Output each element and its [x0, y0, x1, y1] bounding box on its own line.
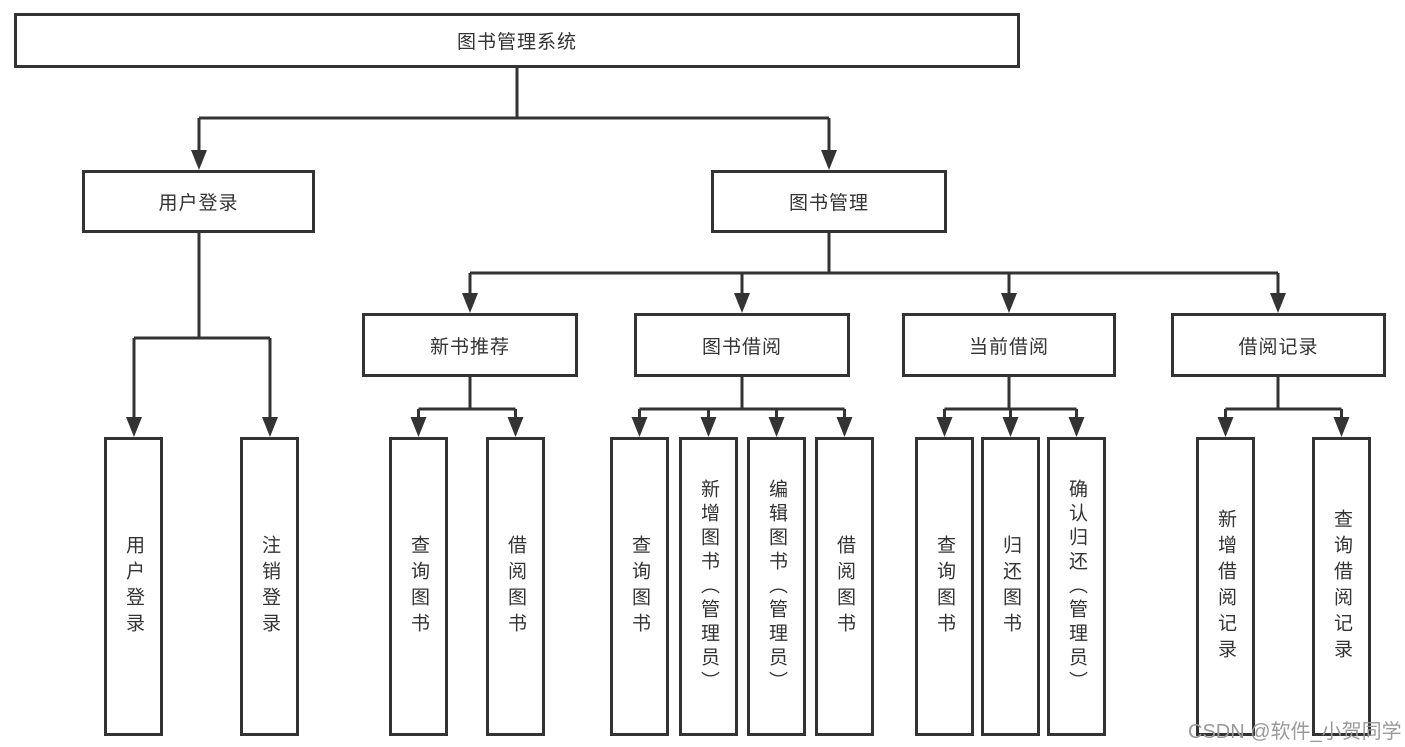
leaf-add-borrow-record-label: 新增借阅记录 — [1215, 508, 1236, 665]
leaf-add-borrow-record: 新增借阅记录 — [1196, 437, 1255, 736]
leaf-borrow-edit-admin-label: 编辑图书（管理员） — [766, 478, 787, 695]
leaf-current-query-label: 查询图书 — [934, 534, 955, 639]
node-user-login: 用户登录 — [82, 170, 315, 233]
node-current-borrow: 当前借阅 — [902, 313, 1116, 377]
leaf-current-query: 查询图书 — [915, 437, 974, 736]
leaf-borrow-book: 借阅图书 — [815, 437, 874, 736]
leaf-borrow-book-label: 借阅图书 — [834, 534, 855, 639]
csdn-watermark: CSDN @软件_小贺同学 — [1188, 721, 1402, 743]
node-root: 图书管理系统 — [14, 13, 1020, 68]
leaf-newbook-borrow: 借阅图书 — [486, 437, 545, 736]
leaf-borrow-add-admin: 新增图书（管理员） — [679, 437, 738, 736]
leaf-confirm-return-admin-label: 确认归还（管理员） — [1066, 478, 1087, 695]
node-borrow-records: 借阅记录 — [1171, 313, 1386, 377]
leaf-borrow-add-admin-label: 新增图书（管理员） — [698, 478, 719, 695]
leaf-borrow-query-label: 查询图书 — [629, 534, 650, 639]
leaf-logout: 注销登录 — [240, 437, 299, 736]
leaf-newbook-borrow-label: 借阅图书 — [505, 534, 526, 639]
leaf-borrow-query: 查询图书 — [610, 437, 669, 736]
leaf-return-book-label: 归还图书 — [1000, 534, 1021, 639]
node-new-book-recommend: 新书推荐 — [362, 313, 578, 377]
leaf-query-borrow-record: 查询借阅记录 — [1312, 437, 1371, 736]
leaf-newbook-query-label: 查询图书 — [408, 534, 429, 639]
leaf-return-book: 归还图书 — [981, 437, 1040, 736]
leaf-logout-label: 注销登录 — [259, 534, 280, 639]
leaf-query-borrow-record-label: 查询借阅记录 — [1331, 508, 1352, 665]
leaf-newbook-query: 查询图书 — [389, 437, 448, 736]
leaf-confirm-return-admin: 确认归还（管理员） — [1047, 437, 1106, 736]
leaf-borrow-edit-admin: 编辑图书（管理员） — [747, 437, 806, 736]
leaf-user-login-label: 用户登录 — [123, 534, 144, 639]
leaf-user-login: 用户登录 — [104, 437, 163, 736]
node-book-management: 图书管理 — [711, 170, 947, 233]
node-book-borrow: 图书借阅 — [634, 313, 850, 377]
